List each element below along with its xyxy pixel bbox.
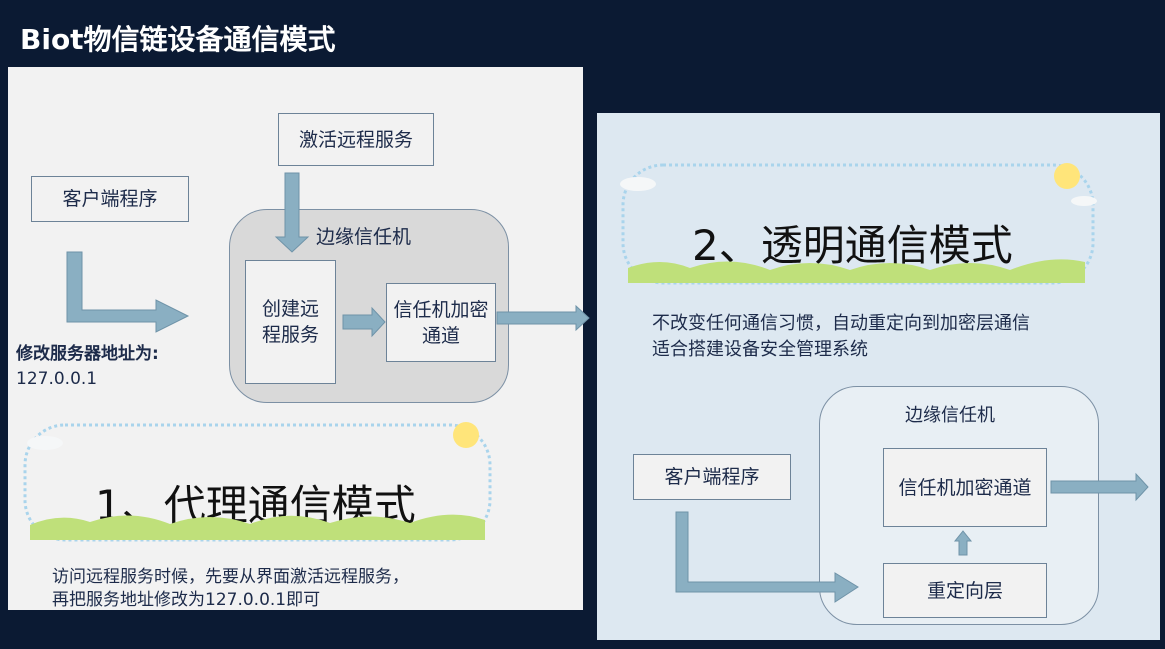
edge-label-2: 边缘信任机	[905, 405, 995, 426]
page-title: Biot物信链设备通信模式	[20, 23, 336, 56]
create-remote-service-box: 创建远程服务	[245, 260, 336, 384]
transparent-desc-line2: 适合搭建设备安全管理系统	[652, 339, 868, 360]
modify-address-label: 修改服务器地址为:	[16, 344, 159, 364]
proxy-desc-line2: 再把服务地址修改为127.0.0.1即可	[52, 590, 321, 610]
client-program-box: 客户端程序	[31, 176, 189, 222]
activate-remote-service-box: 激活远程服务	[278, 113, 434, 166]
client-program-box-2: 客户端程序	[633, 454, 791, 500]
transparent-mode-banner-title: 2、透明通信模式	[692, 221, 1013, 270]
proxy-mode-banner-title: 1、代理通信模式	[95, 481, 416, 530]
transparent-desc-line1: 不改变任何通信习惯，自动重定向到加密层通信	[652, 313, 1030, 334]
proxy-desc-line1: 访问远程服务时候，先要从界面激活远程服务，	[52, 567, 409, 587]
edge-label: 边缘信任机	[316, 226, 412, 248]
trust-channel-box-2: 信任机加密通道	[883, 448, 1047, 527]
trust-channel-box: 信任机加密通道	[386, 283, 496, 362]
redirect-layer-box: 重定向层	[883, 563, 1047, 618]
address-value: 127.0.0.1	[16, 369, 98, 389]
